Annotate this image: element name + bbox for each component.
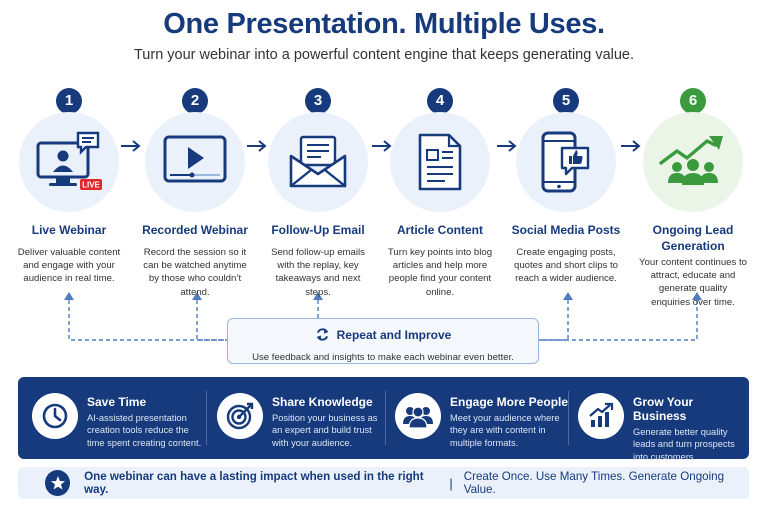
step-number-badge: 1 (56, 88, 82, 114)
star-icon (50, 476, 65, 490)
video-player-icon (163, 135, 227, 183)
live-badge: LIVE (82, 181, 100, 190)
step-icon-circle (516, 112, 616, 212)
step-description: Record the session so it can be watched … (143, 247, 247, 298)
benefit-description: Position your business as an expert and … (272, 413, 378, 448)
footer-statement: One webinar can have a lasting impact wh… (84, 470, 424, 496)
benefit-divider (568, 391, 569, 445)
step-description: Send follow-up emails with the replay, k… (271, 247, 365, 298)
growth-people-icon (659, 136, 723, 185)
step-title: Follow-Up Email (271, 223, 365, 237)
step-title: Social Media Posts (511, 223, 621, 237)
step-number-badge: 5 (553, 88, 579, 114)
growth-chart-icon (589, 402, 614, 427)
step-number-badge: 2 (182, 88, 208, 114)
step-description: Turn key points into blog articles and h… (387, 247, 493, 298)
footer-banner: One webinar can have a lasting impact wh… (18, 467, 749, 499)
benefit-description: AI-assisted presentation creation tools … (87, 413, 202, 448)
repeat-title-row: Repeat and Improve (315, 327, 452, 342)
email-icon (289, 135, 347, 188)
step-number-badge: 4 (427, 88, 453, 114)
page-title: One Presentation. Multiple Uses. (163, 8, 605, 40)
benefit-title: Engage More People (450, 395, 569, 409)
repeat-description: Use feedback and insights to make each w… (252, 352, 514, 363)
step-title: Live Webinar (31, 223, 107, 237)
step-follow-up-email: 3 Follow-Up Email Send follow-up emails … (258, 88, 378, 299)
benefit-description: Meet your audience where they are with c… (450, 413, 560, 448)
people-icon (403, 406, 433, 429)
step-description: Create engaging posts, quotes and short … (514, 247, 618, 285)
arrow-right-icon (372, 140, 392, 152)
step-live-webinar: 1 LIVE Live Webinar Deliver valuable con… (9, 88, 129, 286)
benefit-grow-your-business: Grow Your Business Generate better quali… (578, 385, 742, 462)
step-icon-circle (268, 112, 368, 212)
step-description: Your content continues to attract, educa… (639, 257, 747, 308)
step-icon-circle (643, 112, 743, 212)
benefit-title: Save Time (87, 395, 147, 409)
live-webinar-icon: LIVE (36, 131, 102, 190)
arrow-right-icon (247, 140, 267, 152)
step-recorded-webinar: 2 Recorded Webinar Record the session so… (135, 88, 255, 299)
benefit-title: Share Knowledge (272, 395, 373, 409)
step-icon-circle: LIVE (19, 112, 119, 212)
social-media-icon (541, 131, 590, 193)
step-title: Recorded Webinar (142, 223, 248, 237)
benefit-divider (385, 391, 386, 445)
step-title: Ongoing Lead Generation (652, 223, 734, 253)
benefit-icon-circle (217, 393, 263, 439)
step-description: Deliver valuable content and engage with… (17, 247, 121, 285)
benefit-save-time: Save Time AI-assisted presentation creat… (32, 385, 204, 451)
step-title: Article Content (396, 223, 483, 237)
target-icon (226, 402, 254, 430)
benefit-icon-circle (32, 393, 78, 439)
step-number-badge: 6 (680, 88, 706, 114)
article-icon (418, 133, 462, 191)
arrow-right-icon (121, 140, 141, 152)
arrow-right-icon (621, 140, 641, 152)
footer-icon-circle (45, 470, 71, 496)
benefit-icon-circle (395, 393, 441, 439)
footer-divider: | (449, 475, 453, 491)
step-icon-circle (390, 112, 490, 212)
benefit-share-knowledge: Share Knowledge Position your business a… (217, 385, 389, 451)
benefit-description: Generate better quality leads and turn p… (633, 427, 735, 462)
step-ongoing-lead-generation: 6 Ongoing Lead Generation Your content c… (633, 88, 753, 309)
repeat-title: Repeat and Improve (336, 327, 452, 342)
arrow-right-icon (497, 140, 517, 152)
benefit-engage-more-people: Engage More People Meet your audience wh… (395, 385, 569, 451)
step-number-badge: 3 (305, 88, 331, 114)
step-social-media-posts: 5 Social Media Posts Create engaging pos… (506, 88, 626, 286)
benefit-divider (206, 391, 207, 445)
refresh-icon (316, 328, 328, 341)
benefits-panel: Save Time AI-assisted presentation creat… (18, 377, 749, 462)
page-subtitle: Turn your webinar into a powerful conten… (133, 47, 635, 63)
benefit-icon-circle (578, 393, 624, 439)
footer-tagline: Create Once. Use Many Times. Generate On… (463, 470, 725, 496)
repeat-and-improve-box: Repeat and Improve Use feedback and insi… (227, 318, 539, 364)
step-icon-circle (145, 112, 245, 212)
step-article-content: 4 Article Content Turn key points into b… (380, 88, 500, 299)
clock-icon (42, 403, 68, 429)
benefit-title: Grow Your Business (633, 395, 694, 423)
